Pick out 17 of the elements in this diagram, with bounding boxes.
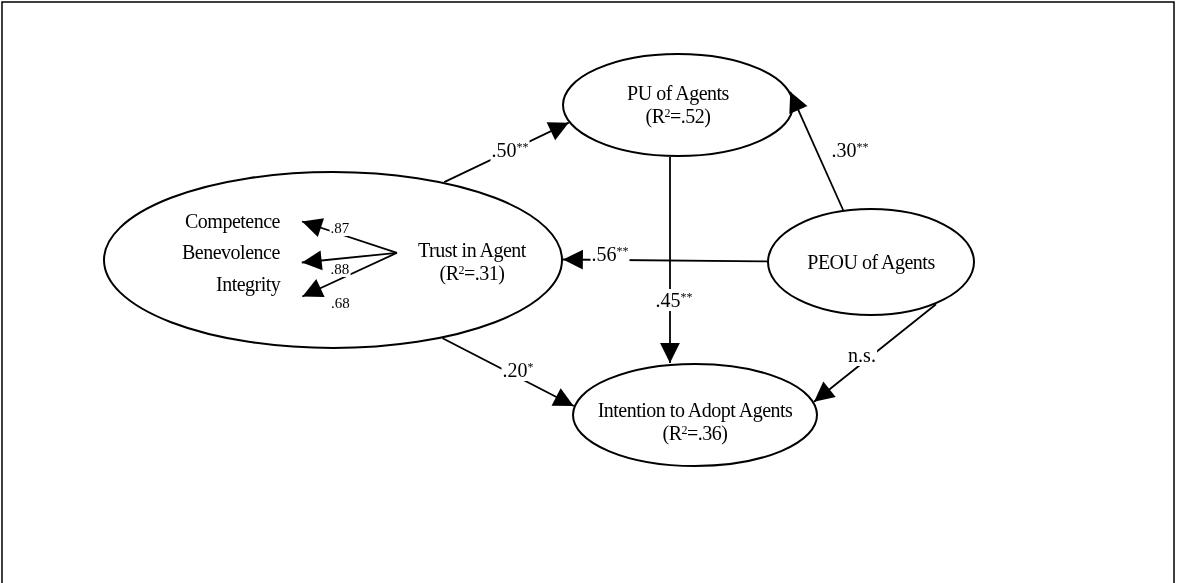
r-squared-value: (R$^{2}$=.52): [645, 105, 711, 128]
construct-name: Intention to Adopt Agents: [596, 399, 794, 422]
r-squared-value: (R$^{2}$=.36): [661, 422, 729, 445]
indicator-label: Benevolence: [182, 241, 280, 264]
indicator-label: Competence: [185, 210, 280, 233]
path-arrow: [301, 251, 398, 298]
path-arrow: [660, 156, 680, 364]
construct-name: PU of Agents: [627, 82, 729, 105]
construct-name: PEOU of Agents: [806, 250, 936, 274]
path-coefficient: .45$^{**}$: [654, 289, 694, 311]
path-arrow: [300, 250, 398, 271]
construct-name: Trust in Agent: [417, 239, 527, 262]
path-coefficient: .50$^{**}$: [490, 139, 530, 161]
path-arrow: [301, 218, 398, 254]
r-squared-value: (R$^{2}$=.31): [438, 262, 506, 285]
indicator-label: Integrity: [216, 273, 281, 296]
path-arrow: [789, 90, 844, 211]
